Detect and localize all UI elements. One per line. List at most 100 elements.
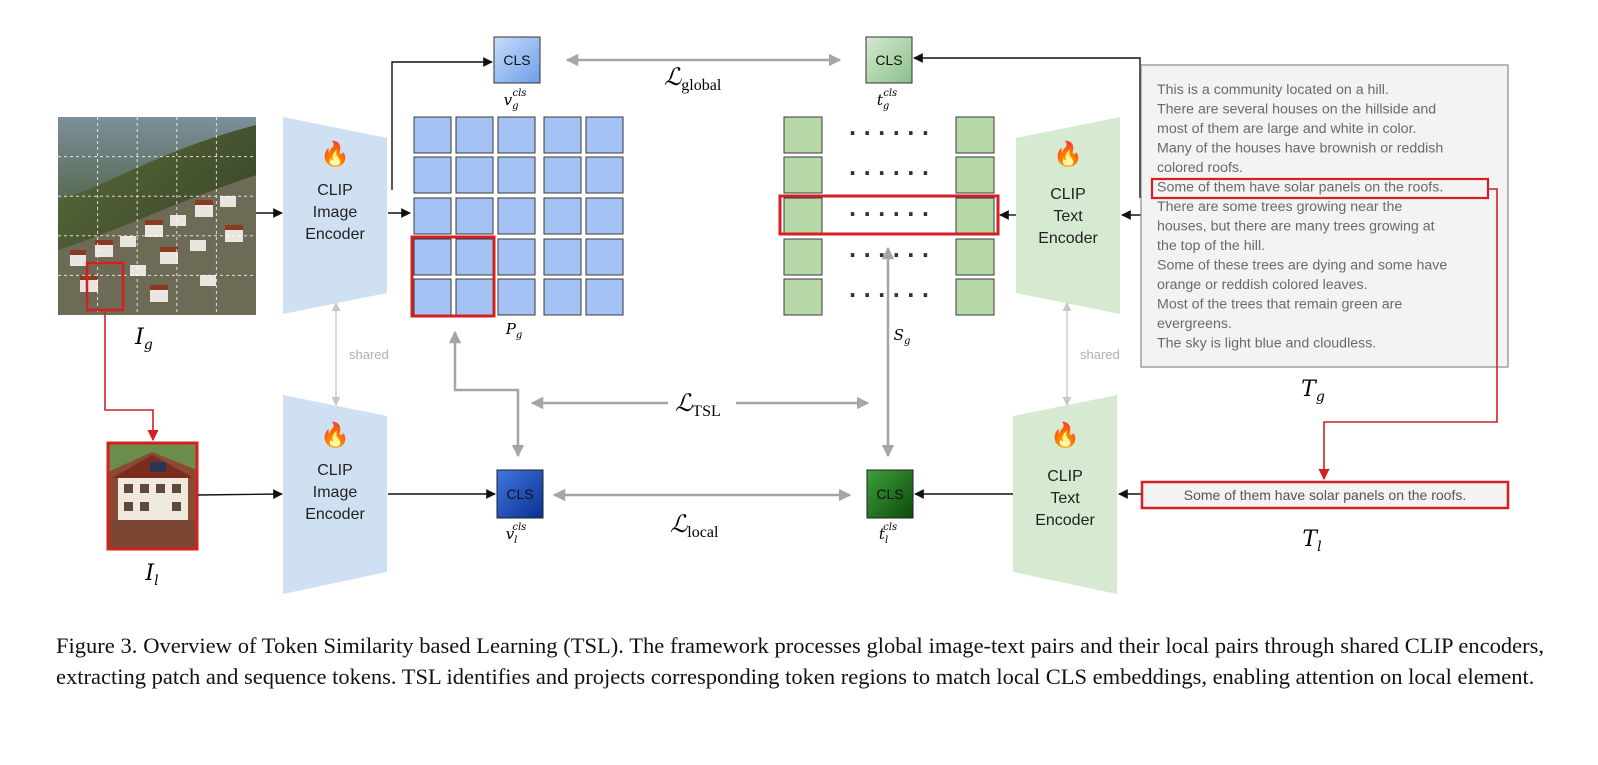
sequence-ellipsis: · · · · · · bbox=[849, 202, 929, 226]
patch-token bbox=[455, 156, 494, 194]
global-text-line: Some of them have solar panels on the ro… bbox=[1157, 180, 1443, 196]
sequence-token-grid: · · · · · ·· · · · · ·· · · · · ·· · · ·… bbox=[783, 116, 995, 316]
patch-token bbox=[497, 156, 536, 194]
global-image-crop-highlight bbox=[85, 261, 125, 312]
patch-token bbox=[543, 278, 582, 316]
flame-icon: 🔥 bbox=[1053, 140, 1083, 168]
svg-text:Encoder: Encoder bbox=[1038, 230, 1098, 247]
cls-token-text-global: CLS bbox=[865, 36, 913, 84]
global-image bbox=[58, 117, 256, 315]
patch-token bbox=[497, 116, 536, 154]
svg-text:CLIP: CLIP bbox=[1050, 186, 1086, 203]
sequence-token bbox=[955, 116, 995, 154]
patch-token bbox=[543, 238, 582, 276]
global-text-line: The sky is light blue and cloudless. bbox=[1157, 336, 1376, 352]
local-text-box bbox=[1140, 480, 1510, 510]
shared-label-image: shared bbox=[349, 347, 389, 362]
figure-caption: Figure 3. Overview of Token Similarity b… bbox=[56, 633, 1544, 689]
global-text-line: most of them are large and white in colo… bbox=[1157, 121, 1416, 137]
local-image-label: Il bbox=[144, 561, 158, 589]
svg-text:Text: Text bbox=[1050, 490, 1080, 507]
svg-text:CLS: CLS bbox=[875, 52, 902, 68]
clip-text-encoder-local: 🔥 CLIP Text Encoder bbox=[1013, 395, 1117, 594]
svg-text:CLS: CLS bbox=[876, 486, 903, 502]
global-text-lines: This is a community located on a hill. Th… bbox=[1157, 82, 1447, 352]
global-text-box bbox=[1140, 64, 1509, 368]
patch-region-highlight bbox=[410, 235, 496, 318]
patch-token bbox=[413, 197, 452, 235]
global-text-label: Tg bbox=[1301, 377, 1325, 405]
clip-image-encoder-global: 🔥 CLIP Image Encoder bbox=[283, 117, 387, 314]
loss-global-label: ℒglobal bbox=[664, 63, 722, 94]
global-text-line: There are several houses on the hillside… bbox=[1157, 102, 1436, 118]
svg-text:Image: Image bbox=[313, 204, 358, 221]
sequence-token bbox=[955, 197, 995, 235]
global-text-line: Many of the houses have brownish or redd… bbox=[1157, 141, 1443, 157]
tsl-diagram: Ig Il 🔥 CLIP Image Encoder 🔥 CLIP Image … bbox=[58, 36, 1510, 594]
patch-token bbox=[455, 116, 494, 154]
flame-icon: 🔥 bbox=[320, 421, 350, 449]
svg-text:CLS: CLS bbox=[506, 486, 533, 502]
global-text-line: This is a community located on a hill. bbox=[1157, 82, 1389, 98]
patch-token bbox=[413, 238, 452, 276]
patch-token bbox=[543, 156, 582, 194]
svg-text:Encoder: Encoder bbox=[305, 506, 365, 523]
global-text-line: Most of the trees that remain green are bbox=[1157, 297, 1402, 313]
patch-token bbox=[455, 238, 494, 276]
patch-grid-label: Pg bbox=[505, 320, 523, 341]
patch-token bbox=[497, 278, 536, 316]
global-text-line: colored roofs. bbox=[1157, 160, 1243, 176]
flame-icon: 🔥 bbox=[1050, 421, 1080, 449]
global-text-line: orange or reddish colored leaves. bbox=[1157, 277, 1368, 293]
svg-text:CLIP: CLIP bbox=[317, 462, 353, 479]
cls-token-image-local: CLS bbox=[496, 469, 544, 519]
svg-text:CLIP: CLIP bbox=[1047, 468, 1083, 485]
global-image-label: Ig bbox=[134, 325, 153, 353]
cls-token-text-local: CLS bbox=[866, 469, 914, 519]
sequence-ellipsis: · · · · · · bbox=[849, 121, 929, 145]
local-text: Some of them have solar panels on the ro… bbox=[1184, 487, 1467, 503]
local-text-label: Tl bbox=[1302, 527, 1321, 555]
global-text-line: houses, but there are many trees growing… bbox=[1157, 219, 1435, 235]
svg-text:Encoder: Encoder bbox=[1035, 512, 1095, 529]
cls-label-image-global: vgcls bbox=[504, 88, 527, 112]
loss-tsl-label: ℒTSL bbox=[675, 389, 721, 420]
patch-token bbox=[413, 278, 452, 316]
patch-token-grid bbox=[413, 116, 624, 316]
clip-image-encoder-local: 🔥 CLIP Image Encoder bbox=[283, 395, 387, 594]
global-text-line: Some of these trees are dying and some h… bbox=[1157, 258, 1447, 274]
patch-token bbox=[585, 156, 624, 194]
global-text-line: There are some trees growing near the bbox=[1157, 199, 1402, 215]
sequence-grid-label: Sg bbox=[894, 326, 911, 347]
svg-text:CLIP: CLIP bbox=[317, 182, 353, 199]
sequence-token bbox=[955, 278, 995, 316]
patch-token bbox=[497, 238, 536, 276]
svg-text:CLS: CLS bbox=[503, 52, 530, 68]
patch-token bbox=[585, 116, 624, 154]
shared-label-text: shared bbox=[1080, 347, 1120, 362]
local-image bbox=[106, 441, 199, 551]
sequence-row-highlight bbox=[778, 194, 1000, 236]
loss-local-label: ℒlocal bbox=[670, 510, 719, 541]
cls-label-text-local: tlcls bbox=[879, 522, 897, 546]
patch-token bbox=[585, 197, 624, 235]
svg-text:Text: Text bbox=[1053, 208, 1083, 225]
patch-token bbox=[413, 116, 452, 154]
patch-token bbox=[585, 238, 624, 276]
sentence-extract-arrow bbox=[1318, 188, 1498, 481]
clip-text-encoder-global: 🔥 CLIP Text Encoder bbox=[1016, 117, 1120, 314]
cls-label-image-local: vlcls bbox=[506, 522, 527, 546]
crop-arrow bbox=[104, 312, 159, 442]
patch-token bbox=[543, 197, 582, 235]
patch-token bbox=[585, 278, 624, 316]
svg-text:Encoder: Encoder bbox=[305, 226, 365, 243]
patch-token bbox=[543, 116, 582, 154]
global-text-line: the top of the hill. bbox=[1157, 238, 1265, 254]
patch-token bbox=[413, 156, 452, 194]
sequence-token bbox=[783, 197, 823, 235]
patch-token bbox=[497, 197, 536, 235]
cls-token-image-global: CLS bbox=[493, 36, 541, 84]
arrow-encoder-to-cls-image bbox=[391, 57, 493, 190]
sequence-token bbox=[783, 238, 823, 276]
arrow-local-image-to-encoder bbox=[197, 489, 283, 500]
